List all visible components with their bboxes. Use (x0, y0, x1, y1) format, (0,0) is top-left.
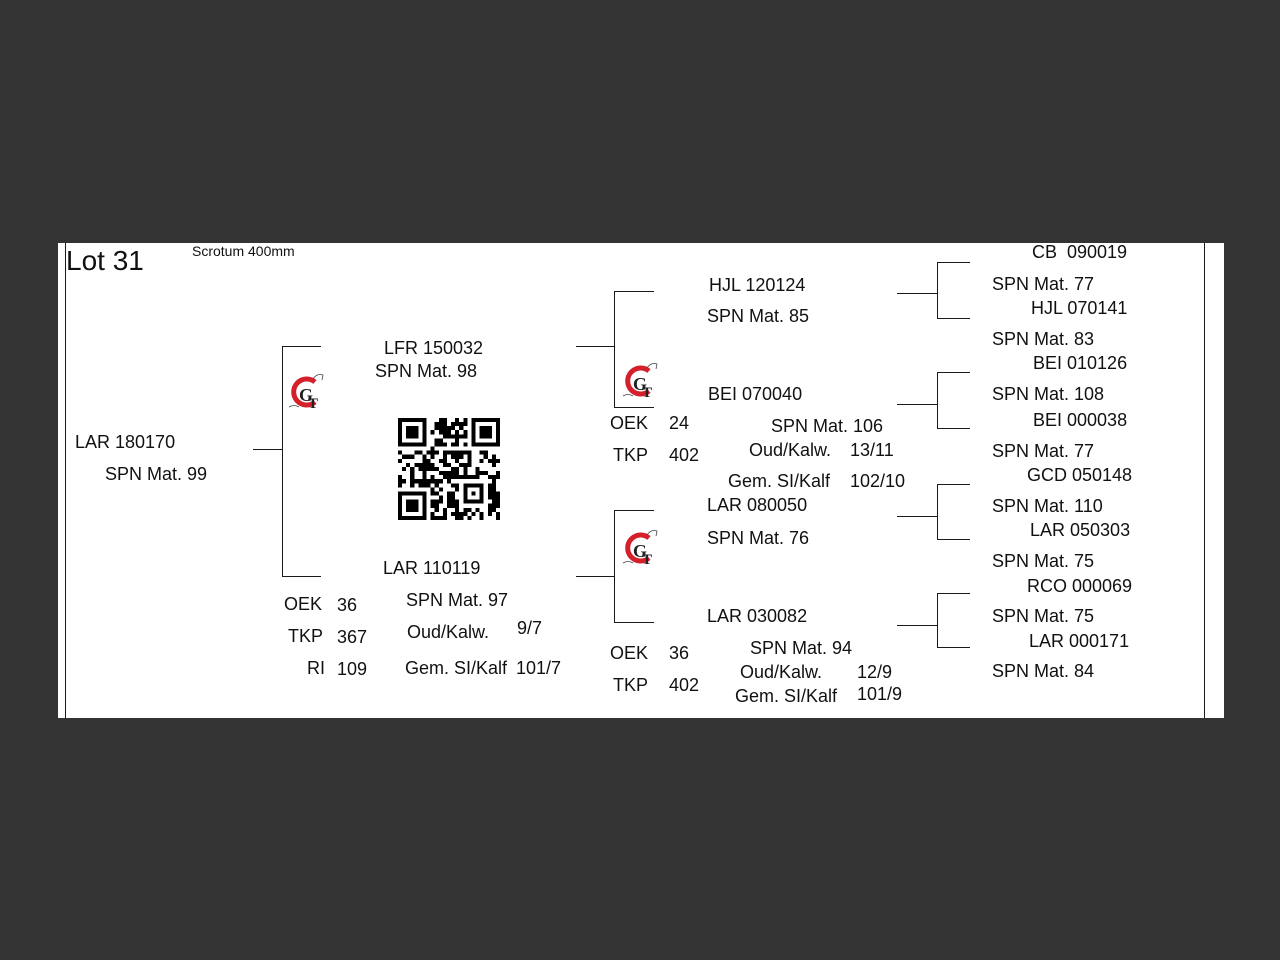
dam-dam-spn: SPN Mat. 94 (750, 638, 853, 658)
sire-dam-spn: SPN Mat. 106 (771, 416, 884, 436)
dam-dam-oek-value: 36 (669, 643, 690, 663)
dam-dam-oud-value: 12/9 (857, 662, 893, 682)
scrotum-measure: Scrotum 400mm (192, 243, 295, 259)
sire-dam-oek-value: 24 (669, 413, 690, 433)
dam-dam-tkp-value: 402 (669, 675, 700, 695)
pedigree-card: Lot 31 Scrotum 400mm LAR 180170 SPN Mat.… (58, 243, 1224, 718)
connector-line (937, 593, 938, 647)
connector-line (614, 291, 654, 292)
ancestor-id: CB 090019 (1032, 243, 1128, 262)
connector-line (937, 262, 938, 318)
sire-dam-tkp-value: 402 (669, 445, 700, 465)
dam-stat-value: 36 (337, 595, 358, 615)
ancestor-spn: SPN Mat. 75 (992, 551, 1095, 571)
ancestor-spn: SPN Mat. 110 (992, 496, 1103, 516)
connector-line (897, 404, 937, 405)
ancestor-spn: SPN Mat. 108 (992, 384, 1105, 404)
dam-dam-id: LAR 030082 (707, 606, 808, 626)
sire-dam-oud-value: 13/11 (850, 440, 894, 460)
ancestor-spn: SPN Mat. 77 (992, 441, 1095, 461)
connector-line (282, 346, 321, 347)
connector-line (937, 372, 938, 428)
ancestor-id: RCO 000069 (1027, 576, 1133, 596)
dam-oud-value: 9/7 (517, 618, 543, 638)
svg-text:T: T (642, 552, 652, 567)
gt-logo-icon: G T (622, 363, 658, 400)
dam-stat-label: RI (307, 658, 325, 678)
dam-dam-gem-label: Gem. SI/Kalf (735, 686, 838, 706)
svg-text:G: G (633, 374, 647, 394)
sire-dam-oek-label: OEK (610, 413, 649, 433)
ancestor-spn: SPN Mat. 75 (992, 606, 1095, 626)
connector-line (937, 593, 970, 594)
dam-dam-tkp-label: TKP (613, 675, 649, 695)
connector-line (897, 516, 937, 517)
sire-dam-gem-value: 102/10 (850, 471, 906, 491)
ancestor-id: LAR 000171 (1029, 631, 1130, 651)
subject-spn: SPN Mat. 99 (105, 464, 208, 484)
gt-logo-icon: G T (622, 530, 658, 567)
dam-gem-value: 101/7 (516, 658, 562, 678)
connector-line (937, 428, 970, 429)
connector-line (614, 510, 654, 511)
ancestor-id: BEI 000038 (1033, 410, 1128, 430)
connector-line (937, 539, 970, 540)
sire-dam-tkp-label: TKP (613, 445, 649, 465)
dam-id: LAR 110119 (383, 558, 481, 578)
connector-line (937, 372, 970, 373)
dam-sire-spn: SPN Mat. 76 (707, 528, 810, 548)
left-border (65, 243, 66, 718)
connector-line (282, 576, 321, 577)
connector-line (937, 318, 970, 319)
dam-stat-value: 109 (337, 659, 368, 679)
connector-line (576, 576, 614, 577)
connector-line (614, 622, 654, 623)
dam-gem-label: Gem. SI/Kalf (405, 658, 508, 678)
dam-dam-oek-label: OEK (610, 643, 649, 663)
dam-stat-value: 367 (337, 627, 368, 647)
ancestor-id: HJL 070141 (1031, 298, 1128, 318)
right-border (1204, 243, 1205, 718)
connector-line (614, 407, 654, 408)
sire-spn: SPN Mat. 98 (375, 361, 478, 381)
dam-stat-label: OEK (284, 594, 323, 614)
sire-dam-id: BEI 070040 (708, 384, 803, 404)
connector-line (282, 346, 283, 576)
ancestor-spn: SPN Mat. 84 (992, 661, 1095, 681)
connector-line (576, 346, 614, 347)
connector-line (937, 484, 970, 485)
lot-number: Lot 31 (66, 245, 144, 276)
dam-sire-id: LAR 080050 (707, 495, 808, 515)
dam-dam-gem-value: 101/9 (857, 684, 903, 704)
sire-dam-oud-label: Oud/Kalw. (749, 440, 832, 460)
sire-id: LFR 150032 (384, 338, 484, 358)
qr-code (398, 418, 500, 520)
connector-line (614, 510, 615, 622)
ancestor-spn: SPN Mat. 83 (992, 329, 1095, 349)
ancestor-id: GCD 050148 (1027, 465, 1133, 485)
gt-logo-icon: G T (288, 374, 324, 411)
svg-text:G: G (299, 385, 313, 405)
svg-text:T: T (308, 396, 318, 411)
sire-sire-spn: SPN Mat. 85 (707, 306, 810, 326)
connector-line (897, 293, 937, 294)
dam-oud-label: Oud/Kalw. (407, 622, 490, 642)
subject-id: LAR 180170 (75, 432, 176, 452)
connector-line (937, 647, 970, 648)
connector-line (937, 484, 938, 539)
dam-stat-label: TKP (288, 626, 324, 646)
ancestor-spn: SPN Mat. 77 (992, 274, 1095, 294)
ancestor-id: LAR 050303 (1030, 520, 1131, 540)
svg-text:T: T (642, 385, 652, 400)
dam-dam-oud-label: Oud/Kalw. (740, 662, 823, 682)
sire-dam-gem-label: Gem. SI/Kalf (728, 471, 831, 491)
connector-line (253, 449, 283, 450)
sire-sire-id: HJL 120124 (709, 275, 806, 295)
connector-line (937, 262, 970, 263)
ancestor-id: BEI 010126 (1033, 353, 1128, 373)
connector-line (897, 625, 937, 626)
svg-text:G: G (633, 541, 647, 561)
connector-line (614, 291, 615, 407)
dam-spn: SPN Mat. 97 (406, 590, 509, 610)
